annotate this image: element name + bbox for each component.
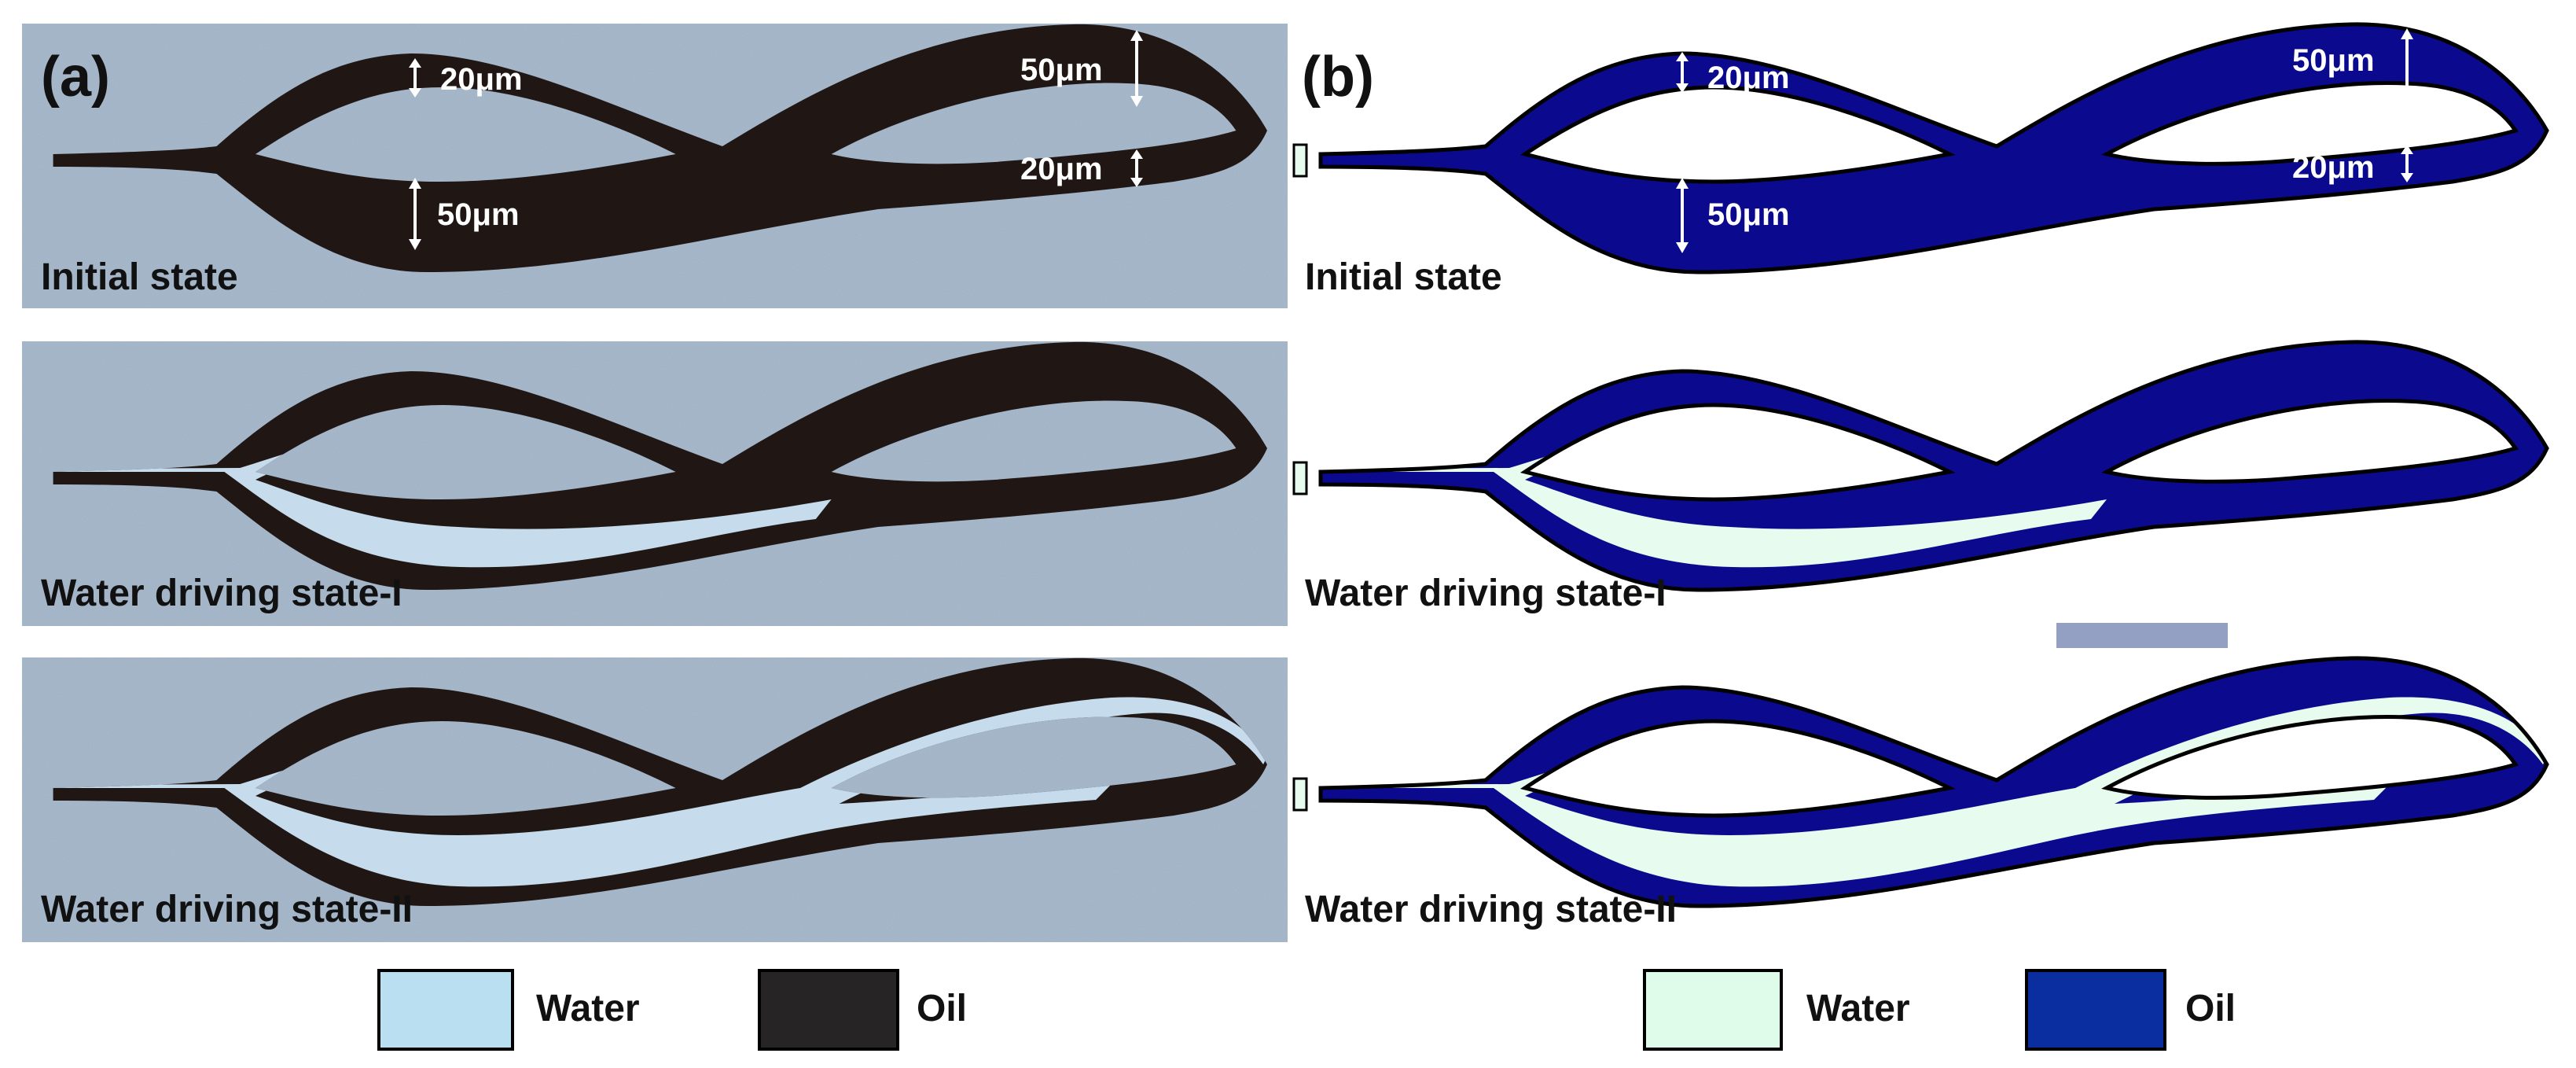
dim-top-right-b: 50μm [2292,43,2375,78]
legend-a-water-label: Water [536,988,640,1029]
legend-b-oil-swatch [2027,970,2165,1049]
panel-a-label: (a) [41,46,110,109]
legend-b-water-swatch [1644,970,1781,1049]
row-label-b-3: Water driving state-II [1305,889,1677,930]
dim-top-left-b: 20μm [1707,61,1790,95]
legend-a-water-swatch [379,970,513,1049]
row-label-a-1: Initial state [41,256,238,298]
row-label-a-3: Water driving state-II [41,889,413,930]
row-label-a-2: Water driving state-I [41,573,402,614]
dim-bottom-left-b: 50μm [1707,197,1790,232]
dim-top-left-a: 20μm [440,62,523,97]
legend-b-oil-label: Oil [2185,988,2236,1029]
legend-a-oil-swatch [759,970,898,1049]
dim-bottom-left-a: 50μm [437,197,520,232]
legend-a: Water Oil [379,970,967,1049]
legend-a-oil-label: Oil [917,988,967,1029]
dim-bottom-right-a: 20μm [1020,152,1103,186]
panel-a: (a) 20μm 50μm 50μm 20μm Initial state Wa… [22,13,1288,942]
dim-top-right-a: 50μm [1020,53,1103,87]
sim-water-driving-state-2 [1289,646,2563,930]
dim-bottom-right-b: 20μm [2292,150,2375,185]
row-label-b-2: Water driving state-I [1305,573,1666,614]
row-label-b-1: Initial state [1305,256,1502,298]
panel-b: (b) 20μm 50μm 50μm 20μm Initial state Wa… [1289,13,2563,930]
sim-water-driving-state-1 [1289,330,2563,613]
panel-b-label: (b) [1302,46,1374,109]
scale-bar [2056,623,2228,648]
legend-b: Water Oil [1644,970,2236,1049]
legend-b-water-label: Water [1806,988,1910,1029]
